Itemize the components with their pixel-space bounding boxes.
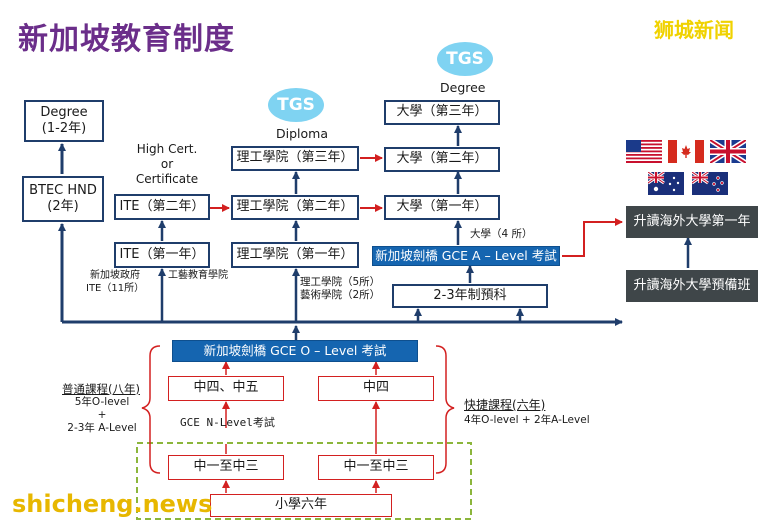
express-course-title: 快捷課程(六年) [464,398,546,412]
uni-year2-box: 大學（第二年） [384,147,500,172]
page-title: 新加坡教育制度 [18,22,235,57]
usa-flag [626,140,662,163]
sec4-box: 中四 [318,376,434,401]
poly-year2-box: 理工學院（第二年） [231,195,359,220]
poly-year3-box: 理工學院（第三年） [231,146,359,171]
primary-box: 小學六年 [210,494,392,517]
normal-course-title: 普通課程(八年) [62,382,140,396]
abroad-year1-box: 升讀海外大學第一年 [626,206,758,238]
poly-year1-box: 理工學院（第一年） [231,242,359,268]
tgs-badge-diploma: TGS [268,88,324,122]
degree-box: Degree (1-2年) [24,100,104,142]
express-course-detail: 4年O-level + 2年A-Level [464,414,590,426]
btec-hnd-box: BTEC HND (2年) [22,176,104,222]
tech-school-label: 工藝教育學院 [168,270,228,281]
new-zealand-flag [692,172,728,195]
high-cert-heading: High Cert. or Certificate [135,142,199,186]
uni-year1-box: 大學（第一年） [384,195,500,220]
uni-count-label: 大學（4 所） [470,228,533,240]
sec1-3-left-box: 中一至中三 [168,455,284,480]
sec1-3-right-box: 中一至中三 [318,455,434,480]
normal-course-detail: 5年O-level + 2-3年 A-Level [67,396,137,435]
sec4-5-box: 中四、中五 [168,376,284,401]
diploma-heading: Diploma [276,126,328,141]
abroad-prep-box: 升讀海外大學預備班 [626,270,758,302]
tgs-badge-degree: TGS [437,42,493,76]
o-level-exam-bar: 新加坡劍橋 GCE O – Level 考試 [172,340,418,362]
poly-count-label: 理工學院（5所） 藝術學院（2所） [300,276,381,302]
watermark-text: shicheng.news [12,490,213,518]
ite-year1-box: ITE（第一年） [114,242,210,268]
degree-heading: Degree [440,80,486,95]
uni-year3-box: 大學（第三年） [384,100,500,125]
canada-flag [668,140,704,163]
australia-flag [648,172,684,195]
brand-logo: 狮城新闻 [654,18,734,42]
a-level-exam-bar: 新加坡劍橋 GCE A – Level 考試 [372,246,560,266]
ite-note-label: 新加坡政府 ITE（11所） [86,270,145,294]
prelim-box: 2-3年制預科 [392,284,548,308]
primary-region [136,442,472,520]
n-level-label: GCE N-Level考試 [180,416,275,429]
ite-year2-box: ITE（第二年） [114,194,210,220]
uk-flag [710,140,746,163]
